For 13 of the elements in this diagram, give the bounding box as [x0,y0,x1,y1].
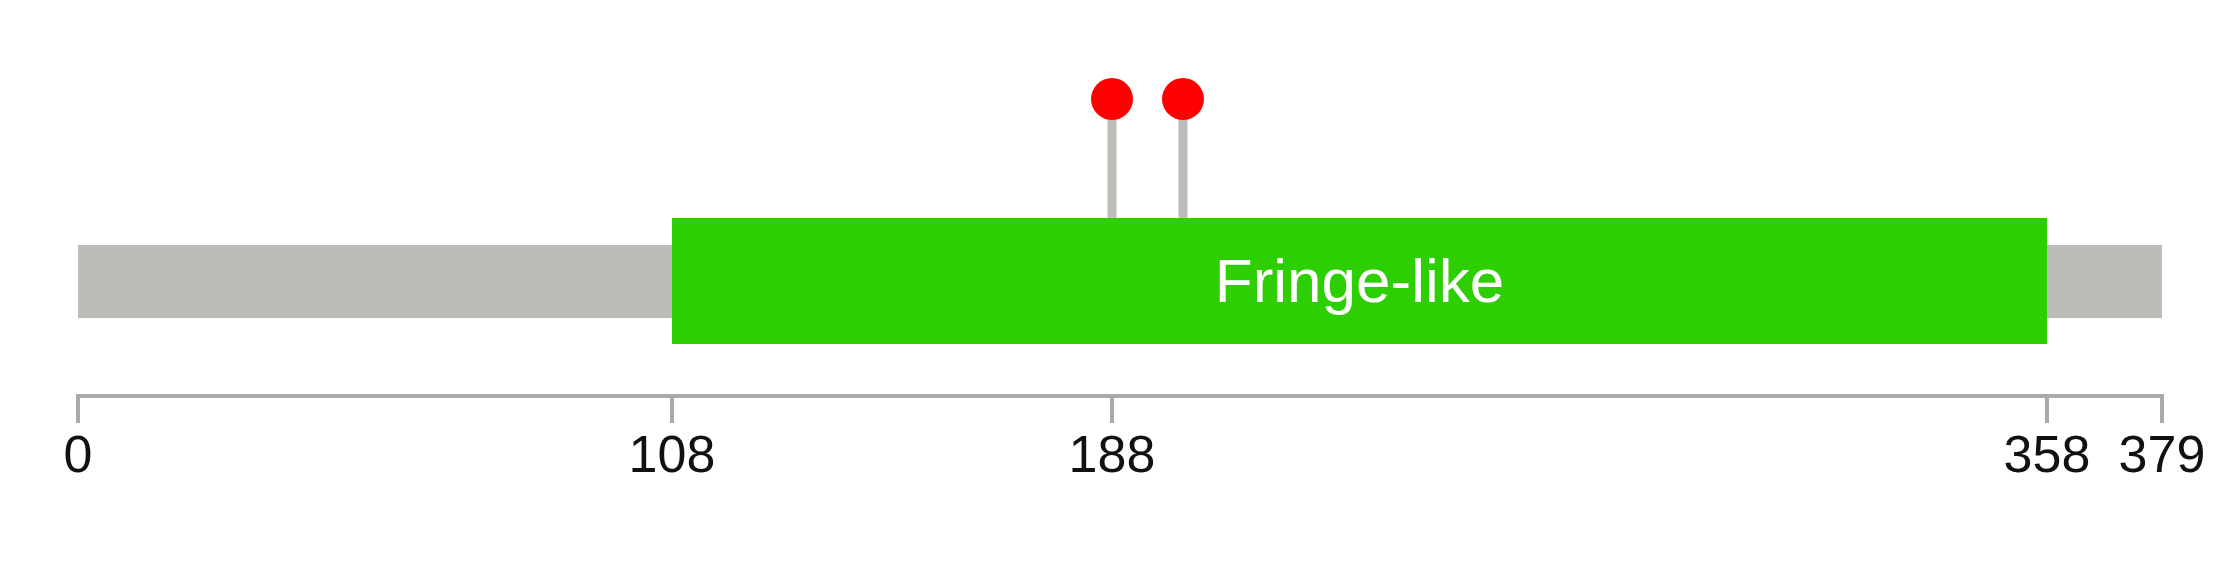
tick-label: 379 [2118,425,2206,485]
domain-box [672,218,2047,344]
tick-label: 358 [2003,425,2091,485]
domain-label: Fringe-like [1214,245,1505,317]
tick-label: 0 [63,425,93,485]
protein-backbone-segment [2047,245,2162,318]
tick-label: 188 [1068,425,1156,485]
site-marker [1162,78,1204,120]
lollipop-stem [1178,120,1188,218]
protein-backbone-segment [78,245,672,318]
site-marker [1091,78,1133,120]
lollipop-stem [1107,120,1117,218]
tick-label: 108 [628,425,716,485]
